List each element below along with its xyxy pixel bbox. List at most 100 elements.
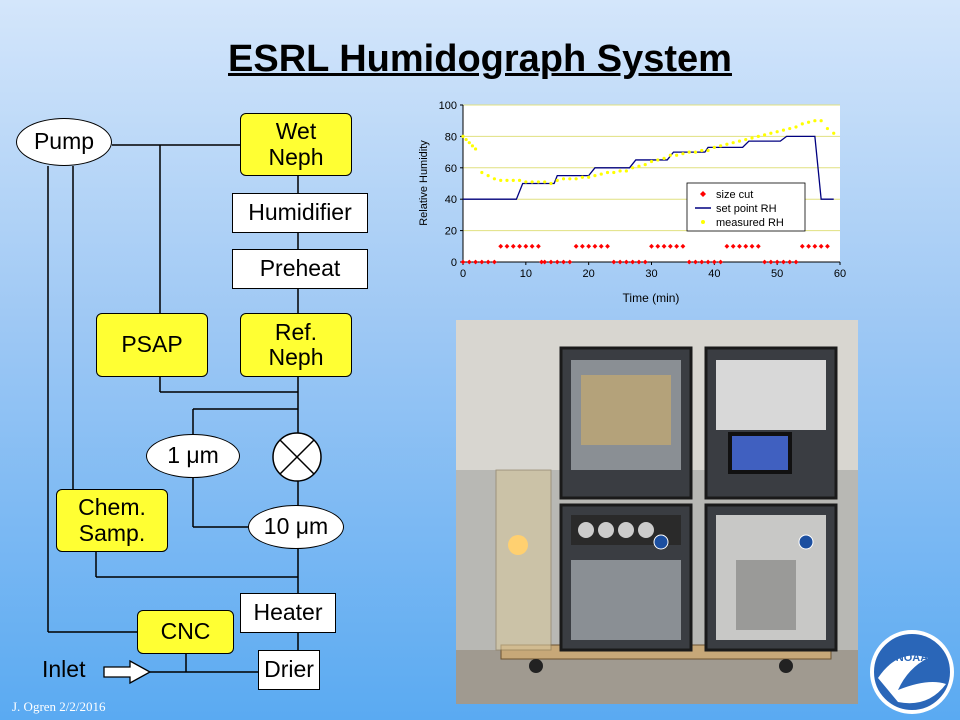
ref-neph-box: Ref. Neph: [240, 313, 352, 377]
data-point-size-cut: [724, 243, 730, 249]
data-point-measured: [643, 163, 647, 167]
data-point-size-cut: [743, 243, 749, 249]
data-point-size-cut: [812, 243, 818, 249]
size-cut-1um-node: 1 μm: [146, 434, 240, 478]
data-point-measured: [832, 131, 836, 135]
data-point-size-cut: [586, 243, 592, 249]
data-point-size-cut: [611, 259, 617, 265]
data-point-measured: [750, 136, 754, 140]
data-point-measured: [461, 134, 465, 138]
data-point-size-cut: [554, 259, 560, 265]
noaa-logo-text: NOAA: [896, 652, 928, 664]
data-point-size-cut: [749, 243, 755, 249]
x-tick-label: 30: [645, 268, 657, 280]
data-point-measured: [555, 178, 559, 182]
size-cut-1um-label: 1 μm: [167, 442, 219, 469]
data-point-measured: [612, 170, 616, 175]
x-axis-label: Time (min): [623, 291, 680, 305]
data-point-measured: [580, 175, 584, 179]
data-point-measured: [744, 137, 748, 142]
data-point-size-cut: [818, 243, 824, 249]
data-point-size-cut: [711, 259, 717, 265]
data-point-size-cut: [623, 259, 629, 265]
data-point-size-cut: [492, 259, 497, 265]
legend-swatch: [700, 191, 706, 197]
data-point-size-cut: [485, 259, 491, 265]
data-point-size-cut: [667, 243, 673, 249]
data-point-measured: [549, 181, 553, 186]
data-point-measured: [719, 144, 723, 148]
data-point-size-cut: [655, 243, 661, 249]
wet-neph-box: Wet Neph: [240, 113, 352, 176]
chem-samp-label: Chem. Samp.: [78, 494, 146, 546]
data-point-measured: [574, 177, 578, 181]
x-tick-label: 20: [583, 268, 595, 280]
data-point-measured: [769, 131, 773, 135]
legend-label: size cut: [716, 189, 753, 201]
instrument-racks-image: [456, 320, 858, 704]
data-point-measured: [731, 141, 735, 145]
data-point-measured: [806, 120, 811, 124]
data-point-measured: [668, 153, 672, 157]
data-point-measured: [819, 119, 823, 123]
data-point-measured: [524, 180, 528, 184]
data-point-size-cut: [479, 259, 485, 265]
data-point-measured: [587, 175, 591, 179]
y-tick-label: 80: [445, 131, 457, 143]
data-point-measured: [794, 125, 798, 129]
data-point-size-cut: [768, 259, 774, 265]
data-point-size-cut: [762, 259, 767, 265]
heater-box: Heater: [240, 593, 336, 633]
data-point-measured: [618, 169, 622, 173]
data-point-measured: [517, 178, 522, 182]
data-point-size-cut: [661, 243, 667, 249]
pump-node: Pump: [16, 118, 112, 166]
data-point-measured: [788, 126, 792, 131]
data-point-size-cut: [630, 259, 636, 265]
data-point-size-cut: [680, 243, 686, 249]
preheat-box: Preheat: [232, 249, 368, 289]
pump-label: Pump: [33, 128, 95, 155]
data-point-size-cut: [539, 259, 544, 265]
data-point-measured: [499, 178, 503, 182]
wet-neph-label: Wet Neph: [268, 118, 324, 170]
data-point-measured: [464, 137, 468, 142]
data-point-measured: [649, 159, 654, 164]
y-tick-label: 60: [445, 163, 457, 175]
inlet-label: Inlet: [42, 656, 86, 682]
data-point-measured: [624, 169, 628, 173]
preheat-label: Preheat: [259, 255, 341, 282]
data-point-size-cut: [649, 243, 654, 249]
data-point-size-cut: [617, 259, 623, 265]
data-point-measured: [543, 180, 547, 184]
data-point-measured: [725, 142, 729, 146]
inlet-arrow-icon: [103, 659, 152, 685]
data-point-measured: [693, 150, 698, 154]
cnc-box: CNC: [137, 610, 234, 654]
data-point-measured: [687, 150, 691, 154]
data-point-size-cut: [755, 243, 761, 249]
data-point-size-cut: [718, 259, 724, 265]
data-point-measured: [530, 180, 534, 184]
legend-swatch: [701, 220, 705, 224]
chem-samp-box: Chem. Samp.: [56, 489, 168, 552]
data-point-measured: [536, 180, 540, 184]
data-point-size-cut: [579, 243, 585, 249]
data-point-size-cut: [674, 243, 680, 249]
y-tick-label: 0: [451, 257, 457, 269]
data-point-size-cut: [517, 243, 522, 249]
data-point-measured: [505, 178, 509, 182]
data-point-measured: [675, 153, 679, 157]
data-point-measured: [763, 133, 767, 137]
y-axis-label: Relative Humidity: [418, 140, 430, 226]
data-point-measured: [712, 145, 716, 149]
data-point-size-cut: [523, 243, 529, 249]
data-point-measured: [511, 178, 515, 182]
humidifier-box: Humidifier: [232, 193, 368, 233]
y-tick-label: 20: [445, 226, 457, 238]
data-point-measured: [700, 148, 704, 153]
data-point-size-cut: [573, 243, 579, 249]
